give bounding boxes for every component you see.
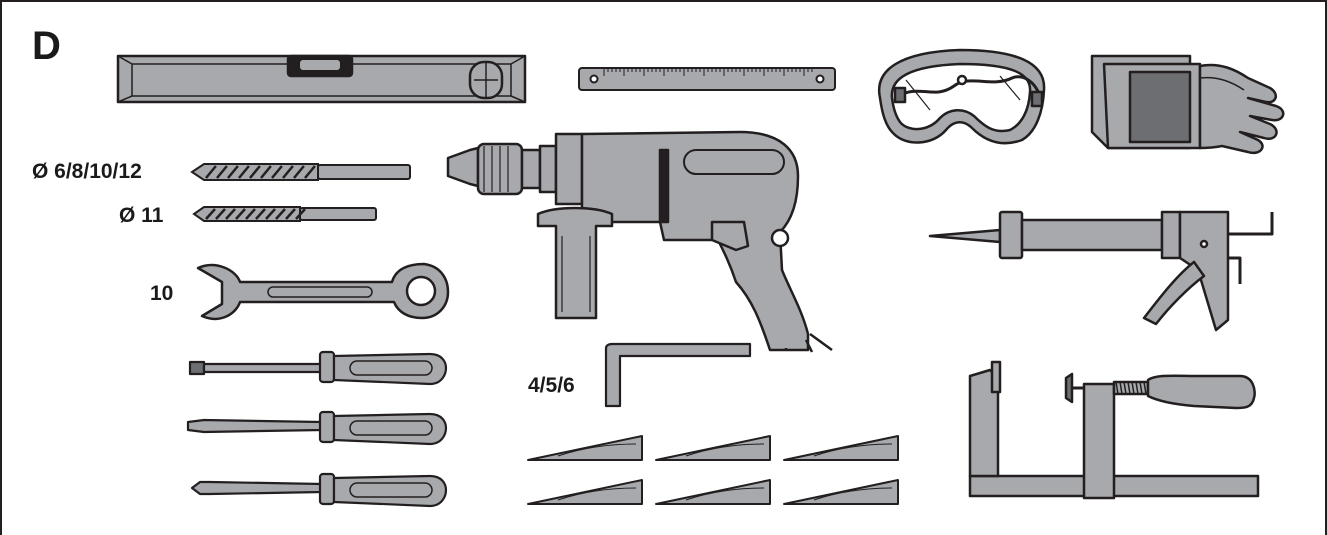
spirit-level-icon <box>116 54 527 104</box>
screwdriver-torx-icon <box>188 350 448 386</box>
wedges-icon <box>527 435 899 505</box>
drill-bit-large-label: Ø 6/8/10/12 <box>32 160 142 183</box>
hex-key-icon <box>604 342 752 408</box>
bar-clamp-icon <box>968 360 1260 500</box>
hex-key-size-label: 4/5/6 <box>528 374 575 397</box>
power-drill-icon <box>446 130 833 353</box>
folding-ruler-icon <box>578 67 836 91</box>
panel-letter: D <box>32 24 61 68</box>
caulking-gun-icon <box>928 210 1274 332</box>
screwdriver-flat-icon <box>186 410 448 446</box>
work-gloves-icon <box>1090 54 1285 155</box>
drill-bit-small-icon <box>192 206 377 222</box>
screwdriver-phillips-icon <box>190 472 448 508</box>
combination-wrench-icon <box>196 262 450 321</box>
drill-bit-large-icon <box>190 163 411 181</box>
safety-goggles-icon <box>877 48 1046 145</box>
drill-bit-small-label: Ø 11 <box>119 204 164 227</box>
wrench-size-label: 10 <box>150 282 174 305</box>
